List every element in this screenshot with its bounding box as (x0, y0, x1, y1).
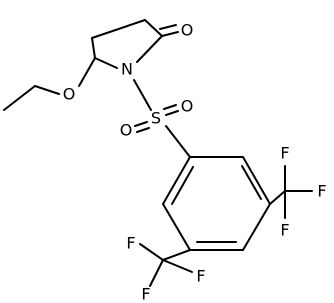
cf3-upper-fluorine-top-label: F (280, 144, 289, 163)
cf3-lower-fluorine-bottom-left-label: F (141, 285, 150, 303)
bond-cf3-lower-f-bottom-right (162, 259, 193, 273)
trifluoromethyl-group-lower: F F F (126, 234, 205, 303)
trifluoromethyl-group-upper: F F F (269, 144, 327, 240)
bond-ring-c5-c3 (91, 37, 96, 59)
ring-nitrogen-label: N (121, 60, 133, 79)
cf3-lower-fluorine-bottom-right-label: F (196, 267, 205, 286)
sulfonyl-group: S O O (120, 79, 194, 158)
benzene-ring (162, 156, 271, 251)
sulfonyl-oxygen-right-label: O (181, 97, 194, 116)
bond-carbonyl-double-1 (161, 31, 179, 37)
bond-ar-inner-c (171, 166, 194, 205)
sulfur-label: S (151, 109, 161, 128)
bond-ar-3-4 (242, 203, 271, 251)
carbonyl-group: O (159, 21, 194, 40)
bond-sulfur-aryl (165, 125, 191, 158)
bond-ch2-ch3 (3, 85, 36, 111)
bond-s-o-right-2 (165, 110, 179, 116)
bond-ar-inner-a (241, 165, 262, 200)
bond-c5-ether-oxygen (78, 57, 96, 87)
bond-aryl-cf3-lower (162, 249, 191, 261)
carbonyl-oxygen-label: O (181, 21, 194, 40)
ethoxy-group: O (3, 57, 96, 111)
bond-ether-oxygen-ch2 (34, 85, 60, 95)
bond-ar-6-1 (162, 156, 191, 205)
bond-s-o-left-2 (136, 127, 150, 133)
sulfonyl-oxygen-left-label: O (120, 121, 133, 140)
bond-ring-n-c5 (94, 57, 118, 69)
bond-ar-2-3 (242, 156, 271, 205)
cf3-lower-fluorine-left-label: F (126, 234, 135, 253)
pyrrolidinone-ring (91, 19, 163, 69)
bond-cf3-lower-f-left (139, 243, 164, 261)
bond-ar-5-6 (162, 203, 191, 251)
ether-oxygen-label: O (63, 85, 76, 104)
bond-ring-c2-n (136, 35, 163, 63)
bond-ring-c3-c4 (91, 19, 146, 39)
bond-carbonyl-double-2 (159, 24, 177, 30)
bond-s-o-right-1 (163, 104, 177, 110)
bond-n-sulfur (133, 79, 152, 111)
bond-cf3-lower-f-bottom-left (149, 259, 164, 287)
cf3-upper-fluorine-right-label: F (317, 182, 326, 201)
bond-s-o-left-1 (134, 121, 148, 127)
bond-ring-c4-c2 (144, 19, 163, 37)
bond-aryl-cf3-upper (269, 190, 286, 205)
cf3-upper-fluorine-bottom-label: F (280, 221, 289, 240)
